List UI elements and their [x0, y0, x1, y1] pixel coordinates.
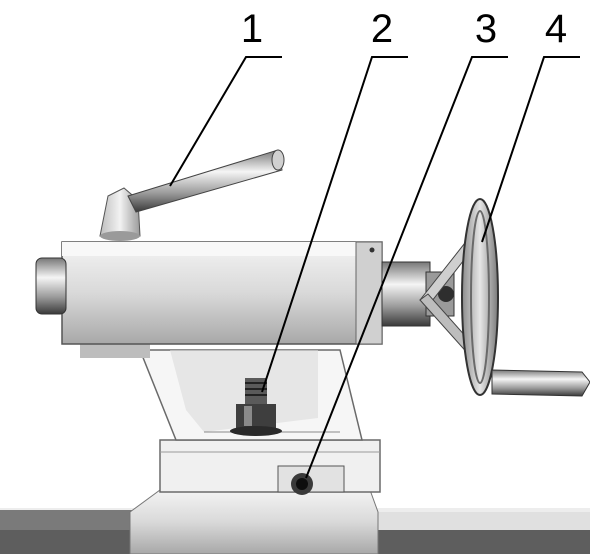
leader-line-4: [481, 56, 580, 243]
tailstock-upper-body: [61, 241, 383, 345]
leader-line-1: [169, 56, 282, 187]
callout-number-1: 1: [241, 7, 263, 51]
leader-line-2: [261, 56, 408, 393]
callout-number-3: 3: [475, 7, 497, 51]
callout-leaders: [169, 56, 580, 479]
quill-lock-lever: [99, 149, 285, 241]
clamp-screw-hole: [291, 473, 313, 495]
tailstock-web-casting: [80, 340, 363, 441]
callout-number-4: 4: [545, 7, 567, 51]
offset-adjust-bolt: [230, 378, 282, 436]
handwheel-crank-handle: [491, 369, 590, 397]
leader-line-3: [305, 56, 508, 479]
callout-number-2: 2: [371, 7, 393, 51]
tailstock-base: [129, 439, 381, 554]
handwheel: [461, 198, 499, 396]
tailstock-quill: [35, 257, 67, 315]
